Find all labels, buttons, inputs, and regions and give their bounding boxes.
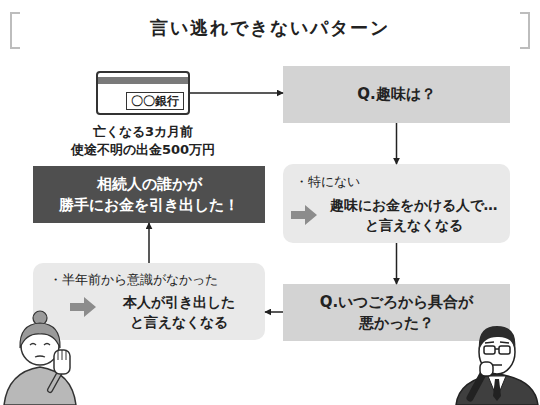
flow-arrow: [396, 123, 398, 164]
withdrawal-note: 亡くなる3カ月前 使途不明の出金500万円: [58, 123, 228, 159]
result-text: 趣味にお金をかける人で… と言えなくなる: [323, 195, 504, 235]
man-shirt: [488, 376, 506, 398]
bank-name: 〇〇銀行: [126, 92, 184, 110]
man-tie: [493, 379, 501, 401]
man-face: [485, 342, 509, 365]
question-text: Q.趣味は？: [357, 84, 435, 105]
result-text: 本人が引き出した と言えなくなる: [101, 292, 257, 332]
woman-arm: [50, 372, 60, 390]
woman-hair: [20, 323, 60, 348]
woman-head: [21, 327, 59, 365]
man-suit: [456, 374, 538, 405]
pointer-arrow: [70, 297, 96, 317]
woman-hand: [54, 350, 70, 374]
flow-arrow: [265, 311, 283, 313]
answer-text: ・半年前から意識がなかった: [49, 271, 218, 289]
woman-body: [4, 367, 76, 405]
answer-box: ・半年前から意識がなかった本人が引き出した と言えなくなる: [33, 263, 265, 340]
question-text: Q.いつごろから具合が 悪かった？: [299, 292, 494, 334]
man-glasses: [499, 346, 510, 354]
flow-arrow: [396, 243, 398, 284]
woman-arm: [50, 372, 60, 390]
bank-card: 〇〇銀行亡くなる3カ月前 使途不明の出金500万円: [96, 71, 190, 115]
question-box: Q.趣味は？: [283, 66, 510, 123]
woman-bun: [33, 311, 47, 325]
title-bracket: [520, 13, 529, 48]
answer-text: ・特にない: [295, 173, 360, 191]
woman-fingers: [58, 350, 66, 360]
answer-box: ・特にない趣味にお金をかける人で… と言えなくなる: [283, 164, 510, 243]
man-head: [479, 330, 515, 374]
elderly-woman: [4, 311, 76, 405]
man-arm: [470, 372, 484, 398]
question-box: Q.いつごろから具合が 悪かった？: [283, 284, 510, 341]
conclusion-text: 相続人の誰かが 勝手にお金を引き出した！: [49, 174, 249, 216]
conclusion-box: 相続人の誰かが 勝手にお金を引き出した！: [33, 166, 265, 223]
man-glasses: [484, 346, 495, 354]
flow-arrow: [148, 223, 150, 263]
pointer-arrow: [291, 205, 317, 225]
man-with-glasses: [456, 326, 538, 405]
man-hand: [480, 362, 493, 376]
diagram-title: 言い逃れできないパターン: [0, 15, 540, 41]
flow-arrow: [190, 92, 283, 94]
woman-face: [30, 344, 50, 358]
title-bracket: [11, 13, 20, 48]
man-hair: [479, 326, 516, 350]
